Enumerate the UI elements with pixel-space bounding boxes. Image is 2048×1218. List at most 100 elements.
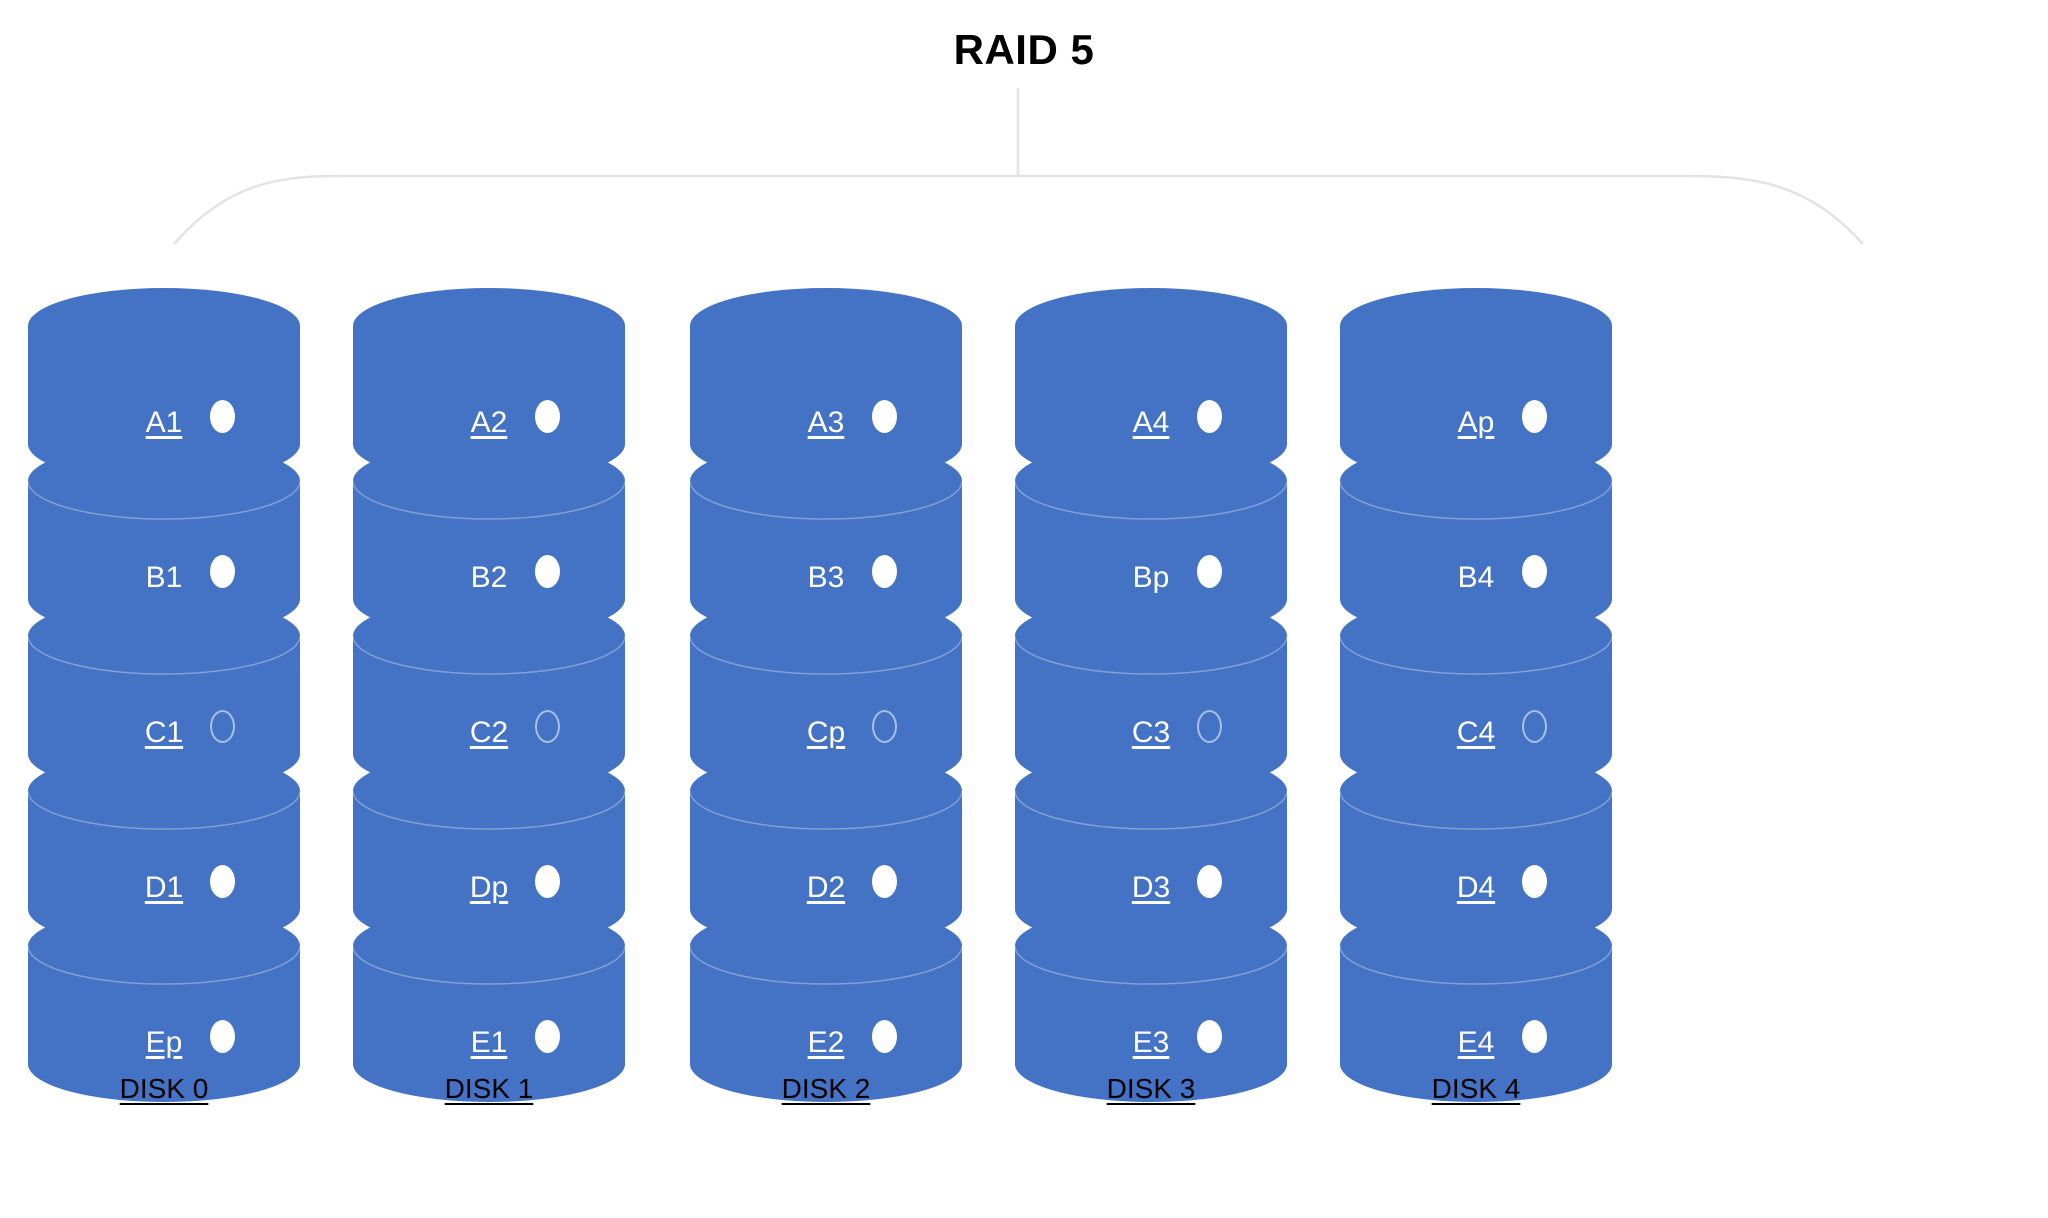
platter-body	[28, 908, 300, 1102]
disk-caption-1: DISK 1	[444, 1073, 534, 1104]
platter-body	[690, 908, 962, 1102]
platter-shape	[1014, 753, 1288, 947]
platter-seam	[27, 635, 301, 675]
platter-body	[28, 443, 300, 637]
platter-body	[353, 753, 625, 947]
disk-platter[interactable]	[689, 753, 963, 947]
platter-seam	[352, 635, 626, 675]
disk-caption-2: DISK 2	[781, 1073, 871, 1104]
disk-platter[interactable]	[690, 288, 962, 482]
disk-platter[interactable]	[689, 908, 963, 1102]
platter-shape	[1014, 598, 1288, 792]
platter-shape	[689, 443, 963, 637]
disk-platter[interactable]	[1339, 908, 1613, 1102]
platter-body	[690, 443, 962, 637]
platter-seam	[1014, 635, 1288, 675]
disk-platter[interactable]	[27, 908, 301, 1102]
platter-seam	[352, 790, 626, 830]
platter-shape	[1014, 908, 1288, 1102]
platter-body	[1015, 753, 1287, 947]
disk-platter[interactable]	[27, 443, 301, 637]
disk-platter[interactable]	[1339, 598, 1613, 792]
platter-body	[28, 288, 300, 482]
platter-body	[690, 598, 962, 792]
platter-shape	[353, 288, 625, 482]
platter-seam	[27, 480, 301, 520]
platter-body	[1340, 753, 1612, 947]
platter-seam	[352, 480, 626, 520]
disk-platter[interactable]	[1014, 908, 1288, 1102]
platter-seam	[689, 790, 963, 830]
platter-shape	[352, 598, 626, 792]
disk-platter[interactable]	[1015, 288, 1287, 482]
platter-shape	[1339, 443, 1613, 637]
disk-platter[interactable]	[1014, 443, 1288, 637]
platter-shape	[1340, 288, 1612, 482]
platter-body	[1015, 598, 1287, 792]
platter-seam	[689, 480, 963, 520]
platter-shape	[27, 908, 301, 1102]
disk-platter[interactable]	[689, 443, 963, 637]
platter-body	[1340, 908, 1612, 1102]
disk-caption-4: DISK 4	[1431, 1073, 1521, 1104]
platter-shape	[690, 288, 962, 482]
platter-body	[1340, 443, 1612, 637]
platter-body	[1015, 908, 1287, 1102]
disk-platter[interactable]	[1014, 598, 1288, 792]
disk-platter[interactable]	[28, 288, 300, 482]
platter-body	[28, 753, 300, 947]
platter-shape	[27, 598, 301, 792]
disk-platter[interactable]	[1339, 443, 1613, 637]
platter-shape	[1014, 443, 1288, 637]
disk-platter[interactable]	[27, 598, 301, 792]
platter-seam	[689, 945, 963, 985]
disk-platter[interactable]	[352, 908, 626, 1102]
platter-shape	[1339, 598, 1613, 792]
platter-seam	[27, 790, 301, 830]
platter-seam	[1014, 945, 1288, 985]
platter-seam	[1014, 480, 1288, 520]
platter-shape	[689, 753, 963, 947]
disk-caption-0: DISK 0	[119, 1073, 209, 1104]
platter-body	[1015, 288, 1287, 482]
platter-seam	[1339, 945, 1613, 985]
disk-platter[interactable]	[27, 753, 301, 947]
disk-platter[interactable]	[352, 753, 626, 947]
platter-seam	[1339, 790, 1613, 830]
disk-platter[interactable]	[1339, 753, 1613, 947]
platter-shape	[689, 908, 963, 1102]
platter-body	[690, 288, 962, 482]
platter-body	[1340, 288, 1612, 482]
platter-shape	[689, 598, 963, 792]
disk-platter[interactable]	[352, 443, 626, 637]
disk-platter[interactable]	[353, 288, 625, 482]
disk-platter[interactable]	[1014, 753, 1288, 947]
platter-body	[353, 908, 625, 1102]
platter-body	[28, 598, 300, 792]
platter-body	[1015, 443, 1287, 637]
platter-seam	[1014, 790, 1288, 830]
page-title: RAID 5	[953, 26, 1095, 73]
platter-seam	[1339, 480, 1613, 520]
platter-shape	[27, 753, 301, 947]
disk-caption-3: DISK 3	[1106, 1073, 1196, 1104]
disk-platter[interactable]	[352, 598, 626, 792]
platter-body	[1340, 598, 1612, 792]
disk-platter[interactable]	[1340, 288, 1612, 482]
disk-platter[interactable]	[689, 598, 963, 792]
platter-shape	[1015, 288, 1287, 482]
platter-body	[353, 598, 625, 792]
platter-shape	[28, 288, 300, 482]
platter-body	[353, 288, 625, 482]
platter-shape	[1339, 753, 1613, 947]
